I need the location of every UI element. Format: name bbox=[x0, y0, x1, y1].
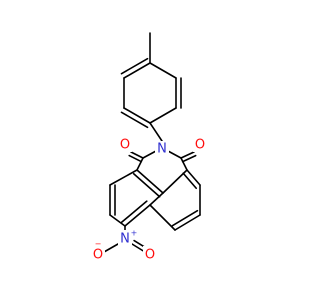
bond-tolyl-ring-inner bbox=[120, 57, 149, 75]
atom-oxygen-nitro-double: O bbox=[143, 246, 157, 263]
bond-naphthalene bbox=[149, 192, 164, 206]
bond-nitro-single bbox=[103, 243, 119, 253]
molecule-structure-diagram: O N O N + O − O bbox=[91, 32, 207, 263]
bond-naphthalene bbox=[186, 169, 201, 186]
bond-nitro-double bbox=[131, 243, 146, 253]
atom-label: O bbox=[120, 138, 130, 153]
bond-tolyl-ring bbox=[123, 62, 151, 79]
bond-naphthalene bbox=[109, 214, 126, 227]
atom-label-layer: O N O N + O − O bbox=[91, 136, 207, 263]
atom-oxygen-nitro-minus: O − bbox=[91, 240, 105, 263]
atom-nitrogen-imide: N bbox=[155, 141, 169, 157]
bond-naphthalene-inner bbox=[171, 209, 199, 227]
atom-label: O bbox=[93, 248, 103, 263]
bond-tolyl-ring bbox=[149, 62, 177, 79]
atom-label: O bbox=[195, 138, 205, 153]
atom-oxygen-carbonyl-left: O bbox=[118, 136, 132, 153]
atom-label: N bbox=[157, 142, 167, 157]
bond-naphthalene bbox=[124, 204, 151, 227]
bond-carbonyl bbox=[130, 151, 144, 159]
atom-charge: + bbox=[131, 229, 138, 238]
bond-naphthalene bbox=[162, 169, 188, 194]
bond-naphthalene bbox=[149, 204, 176, 231]
bond-imide bbox=[136, 157, 144, 171]
atom-nitrogen-nitro: N + bbox=[118, 229, 137, 247]
bond-imide bbox=[167, 150, 182, 159]
bond-carbonyl bbox=[180, 151, 195, 159]
atom-label: O bbox=[145, 248, 155, 263]
bond-naphthalene bbox=[136, 169, 164, 194]
atom-charge: − bbox=[95, 240, 102, 249]
atom-oxygen-carbonyl-right: O bbox=[193, 136, 207, 153]
bond-tolyl-ring bbox=[149, 107, 177, 124]
bond-naphthalene-inner bbox=[132, 172, 161, 198]
bond-aryl-nitrogen bbox=[149, 122, 163, 142]
bond-naphthalene-inner bbox=[120, 200, 148, 223]
bond-imide bbox=[142, 150, 157, 159]
bond-naphthalene bbox=[174, 214, 201, 231]
bond-tolyl-ring-inner bbox=[120, 111, 149, 129]
bond-tolyl-ring bbox=[123, 107, 151, 124]
bond-carbonyl-double bbox=[181, 154, 197, 163]
bond-naphthalene bbox=[109, 169, 138, 186]
atom-label: N bbox=[120, 232, 130, 247]
bond-naphthalene-inner bbox=[182, 172, 198, 190]
bond-imide bbox=[180, 157, 188, 171]
bond-carbonyl-double bbox=[128, 154, 143, 163]
